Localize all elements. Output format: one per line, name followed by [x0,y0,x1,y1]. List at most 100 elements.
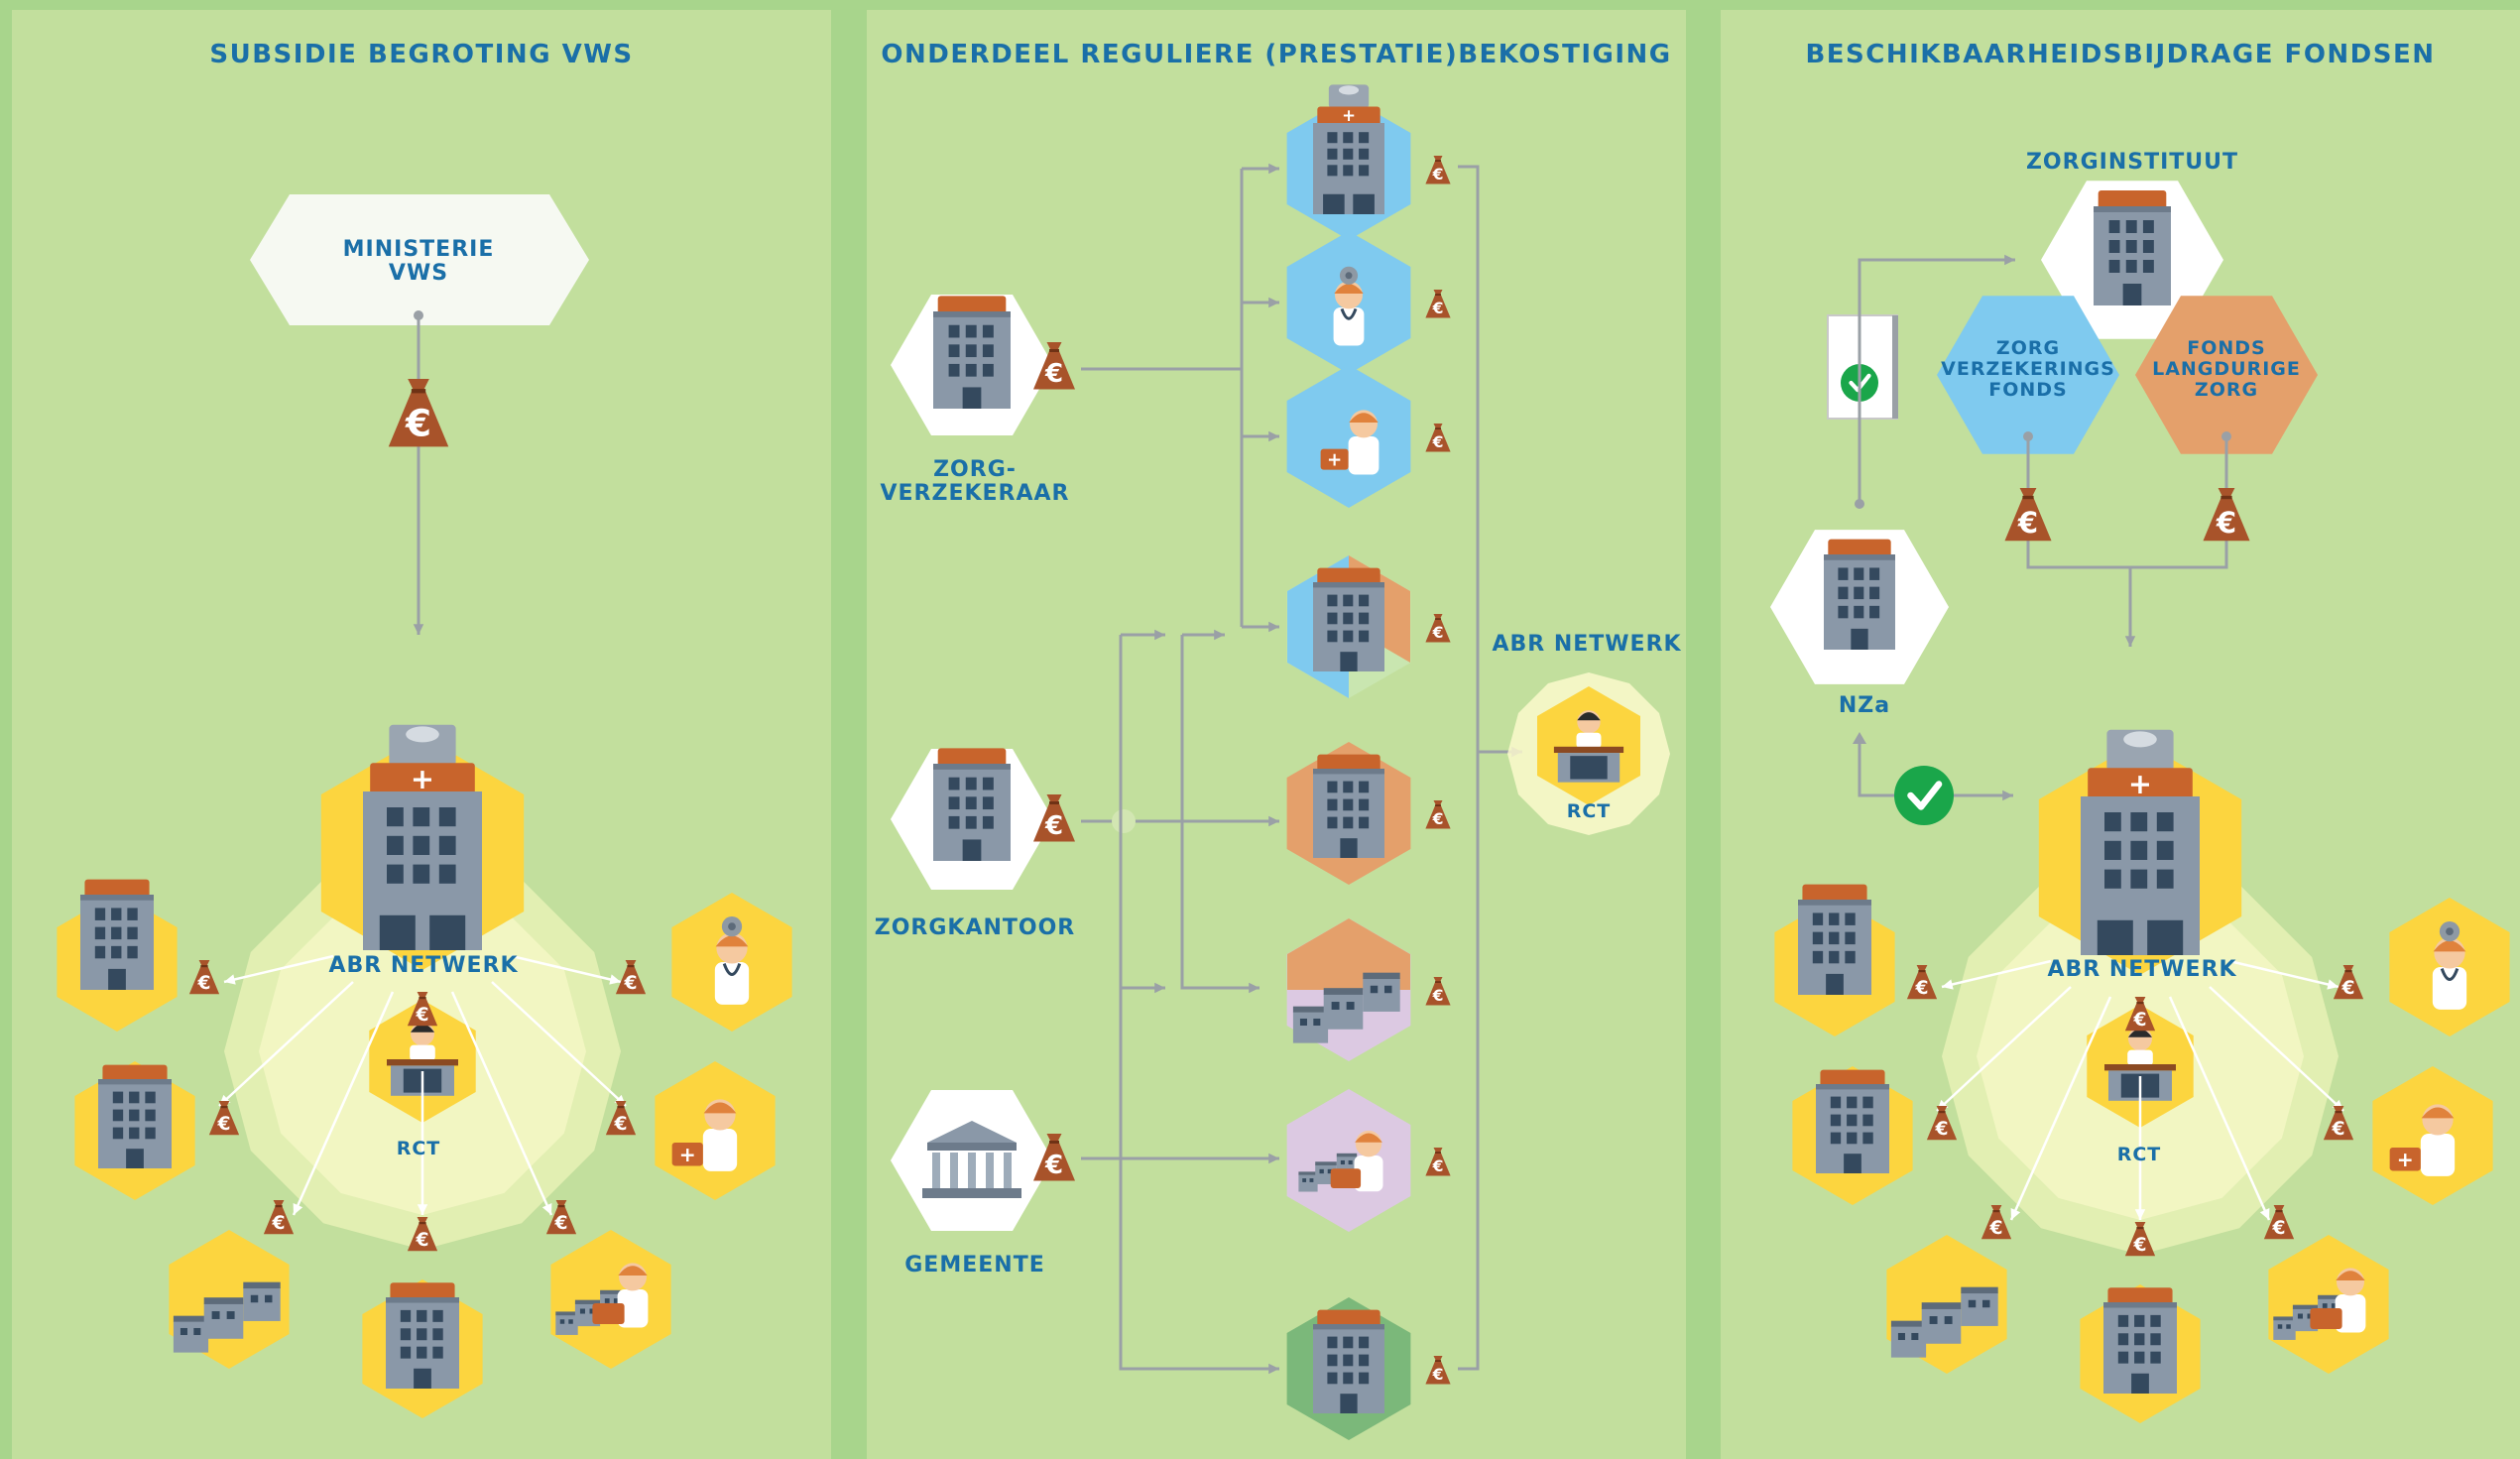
arrowhead [1268,1363,1279,1375]
svg-text:€: € [1432,810,1444,828]
svg-text:€: € [1044,359,1063,389]
zorgkantoor-building-icon [933,748,1011,861]
fonds-merge-line [2026,436,2228,569]
arrowhead [2327,979,2339,990]
right-money-bag-icon: € [2333,965,2364,1000]
gemeente-money-bag-icon: € [1033,1134,1075,1181]
provider-hex [1286,365,1411,508]
svg-text:€: € [2132,1235,2146,1256]
left-money-bag-icon: € [407,1217,438,1252]
svg-text:+: + [2128,767,2152,800]
svg-text:€: € [415,1005,428,1026]
provider-house-icon [1298,1153,1358,1192]
svg-text:€: € [553,1213,567,1234]
right-money-bag-icon: € [2124,1222,2156,1257]
zorginstituut-label: ZORGINSTITUUT [2025,150,2239,175]
svg-text:€: € [1044,811,1063,841]
arrowhead [2004,254,2015,266]
right-houses-icon [1890,1286,1998,1358]
arrowhead [2134,1209,2146,1220]
left-money-bag-icon: € [208,1101,240,1136]
svg-text:€: € [2340,978,2354,999]
flz-line2: LANGDURIGE [2152,358,2301,380]
document-edge [1892,315,1898,419]
svg-text:€: € [1432,1366,1444,1384]
panel-title: SUBSIDIE BEGROTING VWS [209,40,634,69]
ministerie-money-bag-icon: € [388,379,449,447]
svg-text:+: + [1327,449,1342,470]
arrowhead [541,1203,552,1215]
svg-text:€: € [271,1213,285,1234]
fonds-langdurige-zorg-label: FONDS LANGDURIGE ZORG [2117,338,2336,401]
provider-building-icon [1313,567,1384,671]
zorgverzekeraar-label: ZORG- VERZEKERAAR [861,458,1089,506]
arrowhead [1268,621,1279,633]
flz-money-bag-icon: € [2203,488,2250,542]
network-arrow [2009,996,2112,1221]
connector-dot [414,310,423,320]
right-nurse-icon: + [2389,1104,2456,1176]
svg-text:€: € [1988,1218,2002,1239]
left-nurse-icon: + [671,1099,738,1171]
zorgverzekeraar-money-bag-icon: € [1033,342,1075,390]
abr-rct-desk-icon [1553,710,1624,783]
panel-title: ONDERDEEL REGULIERE (PRESTATIE)BEKOSTIGI… [881,40,1672,69]
svg-text:€: € [415,1230,428,1251]
network-arrow [1936,986,2072,1112]
flz-line3: ZORG [2194,379,2259,401]
provider-money-bag-icon: € [1425,614,1451,643]
provider-money-bag-icon: € [1425,1356,1451,1385]
provider-money-bag-icon: € [1425,156,1451,184]
arrowhead [1268,430,1279,442]
zorgkantoor-branch [1180,635,1260,990]
provider-money-bag-icon: € [1425,1148,1451,1176]
checkmark-icon [1894,766,1954,825]
svg-text:€: € [2216,506,2236,540]
svg-text:€: € [1432,166,1444,183]
network-arrow [2228,959,2340,989]
svg-text:€: € [216,1114,230,1135]
zvf-line2: VERZEKERINGS [1941,358,2115,380]
svg-text:€: € [2331,1119,2344,1140]
connector-dot [1855,499,1864,509]
nza-building-icon [1824,539,1895,650]
svg-text:€: € [1432,1157,1444,1175]
arrowhead [413,624,424,635]
left-money-bag-icon: € [545,1200,577,1235]
arrowhead [1268,1153,1279,1164]
svg-text:€: € [1432,624,1444,642]
network-arrow [2209,986,2344,1112]
zorgverzekeringsfonds-hex [1937,296,2119,454]
zorgkantoor-label: ZORGKANTOOR [874,915,1076,940]
left-building-icon [98,1064,172,1168]
left-money-bag-icon: € [188,960,220,995]
collector-line [1458,165,1480,1371]
abr-netwerk-label: ABR NETWERK [328,953,519,978]
nza-label: NZa [1838,693,1891,718]
svg-text:€: € [405,402,431,445]
left-money-bag-icon: € [615,960,647,995]
provider-homecare-icon [1330,1130,1383,1192]
zorgverzekeraar-line2: VERZEKERAAR [880,481,1070,506]
gemeente-trunk [1119,635,1279,1371]
network-arrow [1941,959,2052,989]
rct-label: RCT [396,1138,441,1159]
right-hospital-icon: + [2081,729,2200,955]
gemeente-label: GEMEENTE [904,1253,1045,1277]
provider-houses-icon [1292,972,1400,1043]
provider-hex-segment [1287,918,1410,990]
ministerie-line1: MINISTERIE [342,237,495,262]
zorgverzekeraar-line1: ZORG- [933,457,1017,482]
right-building-icon [1798,884,1871,995]
arrowhead [1268,163,1279,175]
left-money-bag-icon: € [605,1101,637,1136]
ministerie-hexagon [250,194,589,325]
arrowhead [293,1203,303,1215]
svg-text:€: € [1914,978,1928,999]
svg-text:€: € [1432,300,1444,317]
ministerie-line2: VWS [388,261,449,286]
provider-money-bag-icon: € [1425,290,1451,318]
zorginstituut-building-icon [2094,190,2171,305]
right-money-bag-icon: € [2323,1106,2354,1141]
svg-text:+: + [2397,1148,2414,1171]
